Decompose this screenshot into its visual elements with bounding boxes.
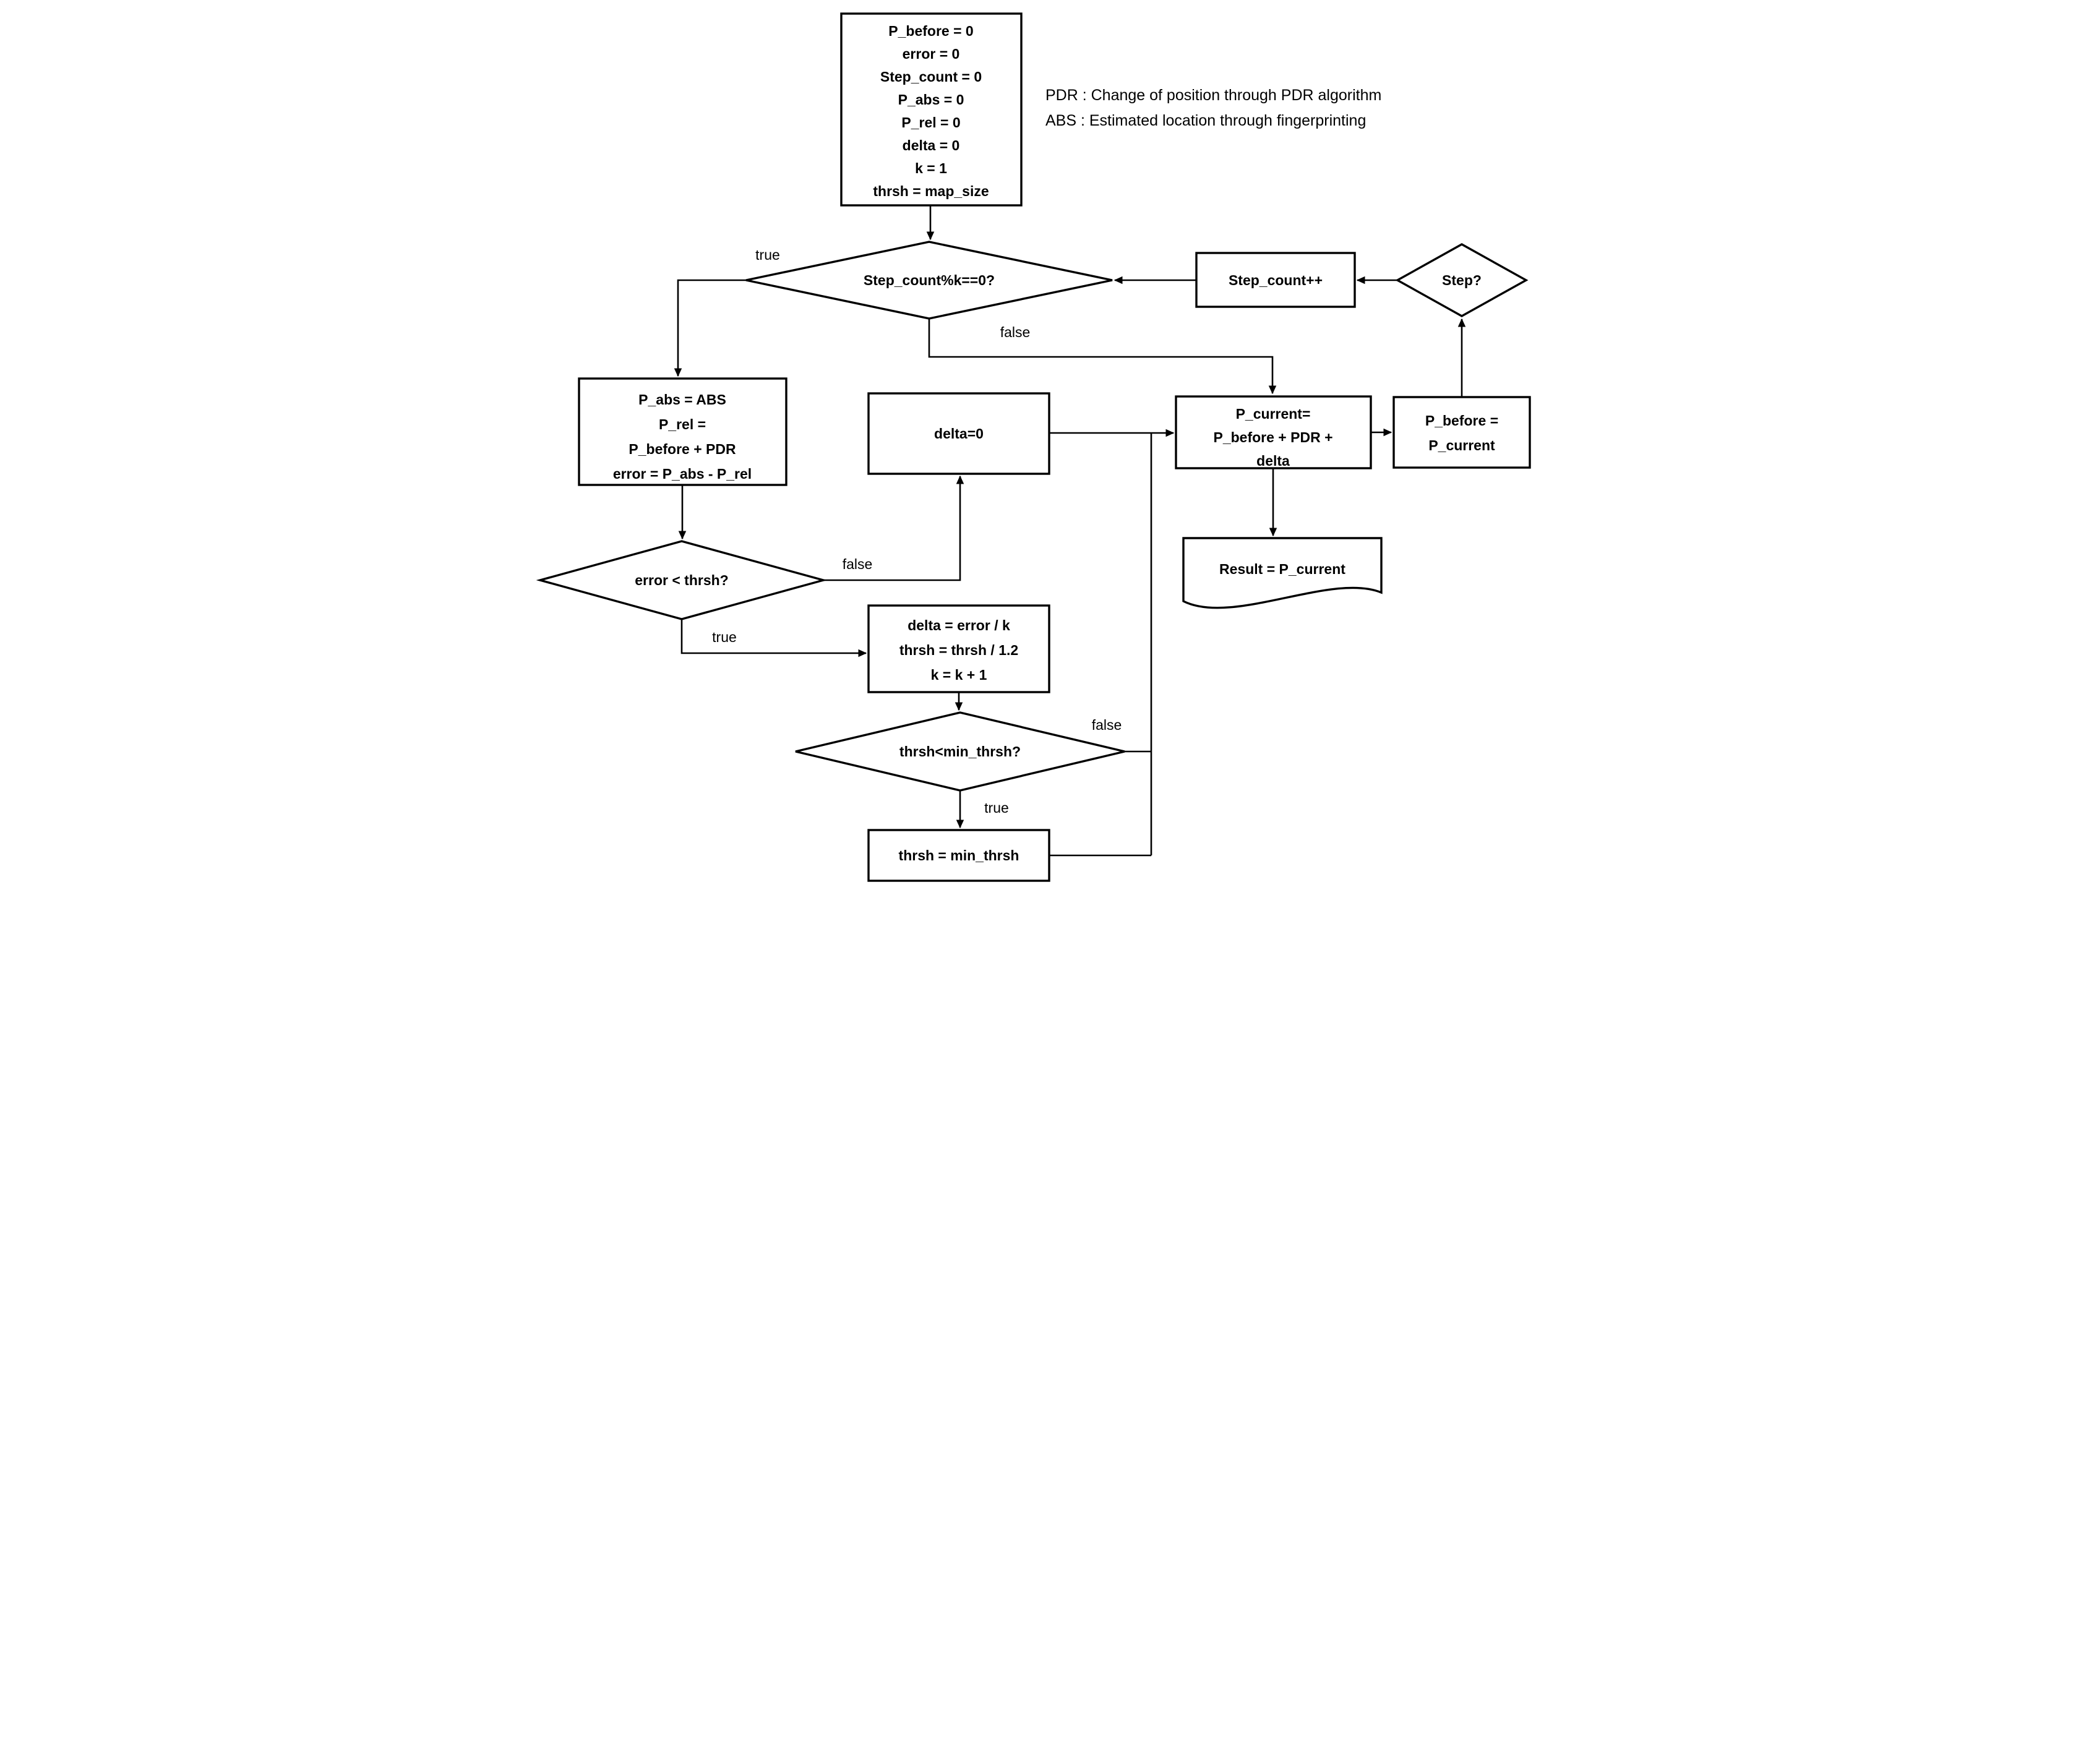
node-min-thrsh-set: thrsh = min_thrsh: [867, 829, 1050, 882]
abs-update-line-3: P_before + PDR: [629, 441, 736, 457]
min-thrsh-check-diamond: [795, 711, 1125, 792]
p-current-box: [1175, 395, 1372, 469]
abs-update-line-4: error = P_abs - P_rel: [613, 466, 752, 482]
step-check-diamond: [1395, 243, 1529, 317]
p-before-line-1: P_before =: [1425, 413, 1498, 429]
step-mod-label: Step_count%k==0?: [864, 272, 995, 288]
min-thrsh-check-label: thrsh<min_thrsh?: [899, 743, 1021, 760]
node-min-thrsh-check: thrsh<min_thrsh?: [795, 711, 1125, 792]
node-step-mod-check: Step_count%k==0?: [745, 241, 1113, 320]
init-line-2: error = 0: [903, 46, 960, 62]
node-step-count-inc: Step_count++: [1195, 252, 1356, 308]
delta-reset-box: [867, 392, 1050, 475]
label-error-false: false: [843, 556, 873, 572]
node-delta-reset: delta=0: [867, 392, 1050, 475]
flowchart-svg: P_before = 0 error = 0 Step_count = 0 P_…: [536, 12, 1531, 882]
abs-update-box: [578, 377, 787, 486]
node-abs-update: P_abs = ABS P_rel = P_before + PDR error…: [578, 377, 787, 486]
init-line-1: P_before = 0: [888, 23, 973, 39]
edge-errorcheck-true-to-deltaupdate: [680, 619, 867, 657]
edge-errorcheck-false-to-deltareset: [823, 475, 964, 581]
edge-labels: true false false true false true: [712, 247, 1122, 816]
label-stepmod-true: true: [755, 247, 780, 263]
edge-stepmod-false-to-pcurrent: [928, 319, 1277, 395]
step-inc-label: Step_count++: [1229, 272, 1323, 288]
result-document: [1182, 537, 1383, 609]
flowchart-canvas: P_before = 0 error = 0 Step_count = 0 P_…: [520, 0, 1561, 882]
label-min-true: true: [984, 800, 1009, 816]
min-thrsh-set-label: thrsh = min_thrsh: [899, 847, 1019, 863]
step-check-label: Step?: [1442, 272, 1482, 288]
init-line-6: delta = 0: [903, 137, 960, 153]
abs-update-line-2: P_rel =: [659, 416, 706, 432]
legend-abs: ABS : Estimated location through fingerp…: [1045, 112, 1366, 129]
node-p-current-update: P_current= P_before + PDR + delta: [1175, 395, 1372, 469]
label-error-true: true: [712, 629, 737, 645]
label-min-false: false: [1092, 717, 1122, 733]
error-check-label: error < thrsh?: [635, 572, 728, 588]
node-step-check: Step?: [1395, 243, 1529, 317]
node-error-check: error < thrsh?: [536, 540, 828, 620]
init-line-3: Step_count = 0: [880, 69, 982, 85]
delta-update-line-1: delta = error / k: [907, 617, 1010, 633]
error-check-diamond: [536, 540, 828, 620]
delta-update-box: [867, 604, 1050, 693]
result-label: Result = P_current: [1219, 561, 1345, 577]
node-p-before-update: P_before = P_current: [1392, 396, 1531, 469]
abs-update-line-1: P_abs = ABS: [638, 392, 726, 408]
edges: [674, 205, 1466, 857]
init-box: [840, 12, 1023, 207]
init-line-4: P_abs = 0: [898, 92, 964, 108]
edge-minthrsh-merge-junction: [1049, 433, 1152, 857]
legend-pdr: PDR : Change of position through PDR alg…: [1045, 87, 1381, 104]
node-delta-update: delta = error / k thrsh = thrsh / 1.2 k …: [867, 604, 1050, 693]
edge-stepmod-true-to-absupdate: [674, 279, 746, 377]
label-stepmod-false: false: [1000, 324, 1031, 340]
step-inc-box: [1195, 252, 1356, 308]
delta-reset-label: delta=0: [934, 426, 984, 442]
legend: PDR : Change of position through PDR alg…: [1045, 87, 1381, 129]
init-line-5: P_rel = 0: [901, 114, 960, 131]
delta-update-line-2: thrsh = thrsh / 1.2: [899, 642, 1018, 658]
p-before-line-2: P_current: [1428, 437, 1495, 453]
init-line-7: k = 1: [915, 160, 947, 176]
p-current-line-1: P_current=: [1236, 406, 1311, 422]
init-line-8: thrsh = map_size: [873, 183, 989, 199]
min-thrsh-set-box: [867, 829, 1050, 882]
p-current-line-2: P_before + PDR +: [1213, 429, 1332, 445]
p-before-box: [1392, 396, 1531, 469]
node-init: P_before = 0 error = 0 Step_count = 0 P_…: [840, 12, 1023, 207]
delta-update-line-3: k = k + 1: [931, 667, 987, 683]
node-result-output: Result = P_current: [1182, 537, 1383, 609]
p-current-line-3: delta: [1256, 453, 1290, 469]
step-mod-diamond: [745, 241, 1113, 320]
